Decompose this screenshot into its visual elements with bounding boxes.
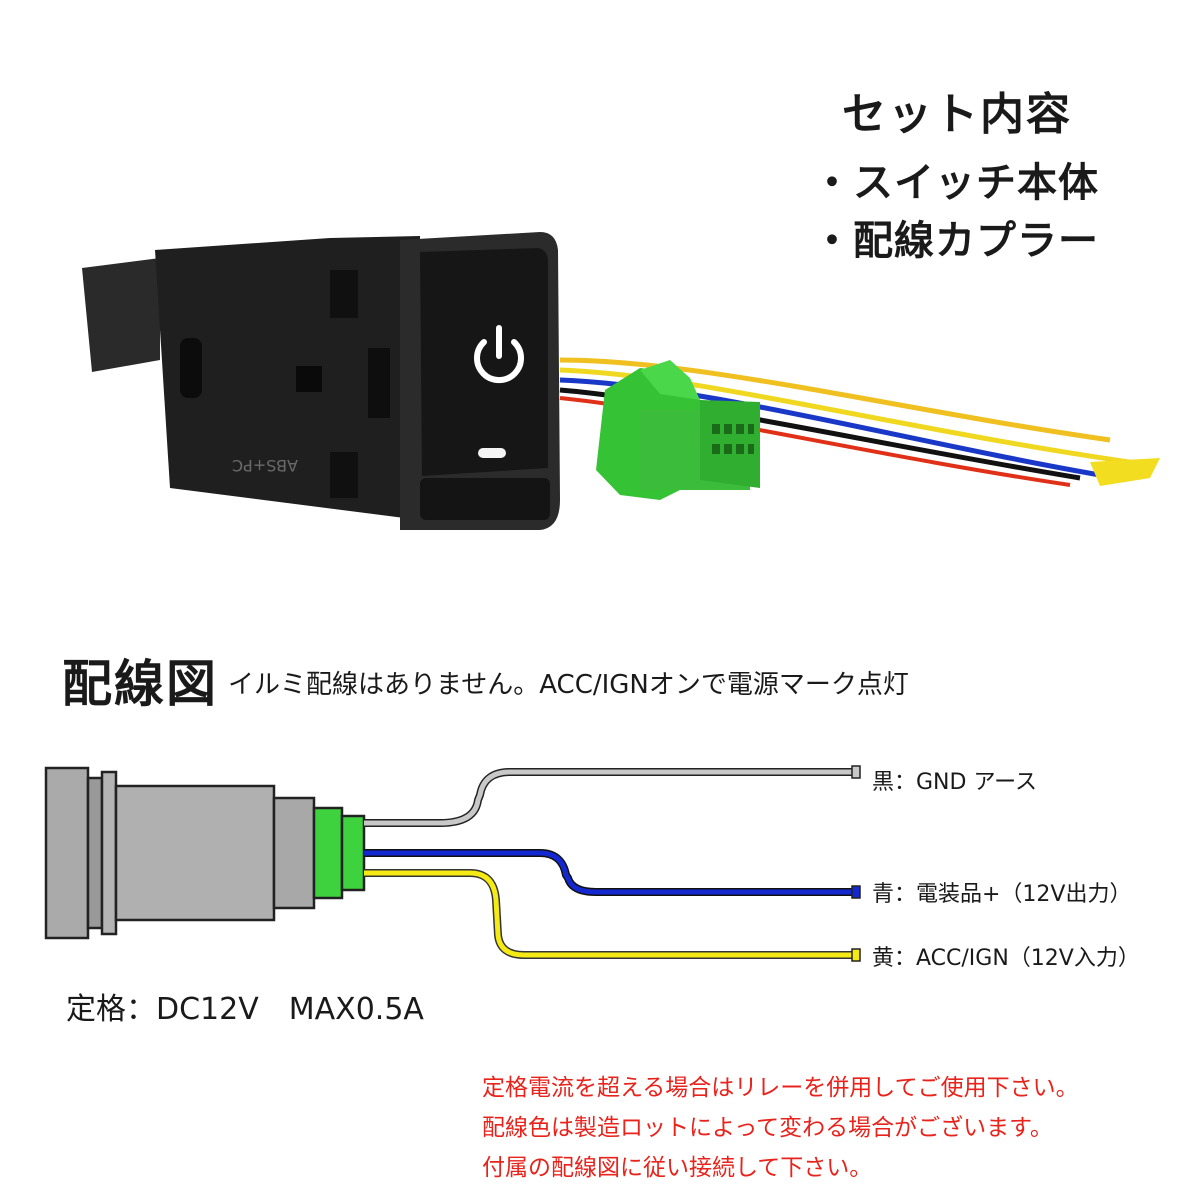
set-contents-title: セット内容 xyxy=(842,89,1072,140)
wire-label-acc-ign: 黄：ACC/IGN（12V入力） xyxy=(872,946,1140,971)
wire-accessory xyxy=(364,849,858,896)
rating: 定格：DC12V MAX0.5A xyxy=(66,992,424,1027)
indicator-led xyxy=(478,448,506,458)
product-illustration: ABS+PC xyxy=(82,232,1160,530)
wire-lines xyxy=(364,768,858,959)
power-icon xyxy=(474,325,524,384)
coupler xyxy=(596,360,760,500)
warning-line: 定格電流を超える場合はリレーを併用してご使用下さい。 xyxy=(482,1075,1079,1101)
switch-body: ABS+PC xyxy=(82,232,560,530)
wire-label-gnd: 黒：GND アース xyxy=(872,770,1038,795)
wire-gnd xyxy=(364,768,858,827)
switch-outline xyxy=(44,766,366,940)
wiring-title: 配線図 xyxy=(62,655,218,713)
warning-line: 配線色は製造ロットによって変わる場合がございます。 xyxy=(482,1115,1053,1141)
wire-acc-ign xyxy=(364,869,858,959)
wiring-note: イルミ配線はありません。ACC/IGNオンで電源マーク点灯 xyxy=(228,670,909,700)
wire-label-accessory: 青：電装品+（12V出力） xyxy=(872,882,1132,907)
set-item-coupler: ・配線カプラー xyxy=(812,218,1099,264)
body-print: ABS+PC xyxy=(232,456,298,475)
set-item-switch: ・スイッチ本体 xyxy=(812,160,1099,206)
wire-ends xyxy=(851,765,861,962)
warning-line: 付属の配線図に従い接続して下さい。 xyxy=(482,1155,873,1181)
